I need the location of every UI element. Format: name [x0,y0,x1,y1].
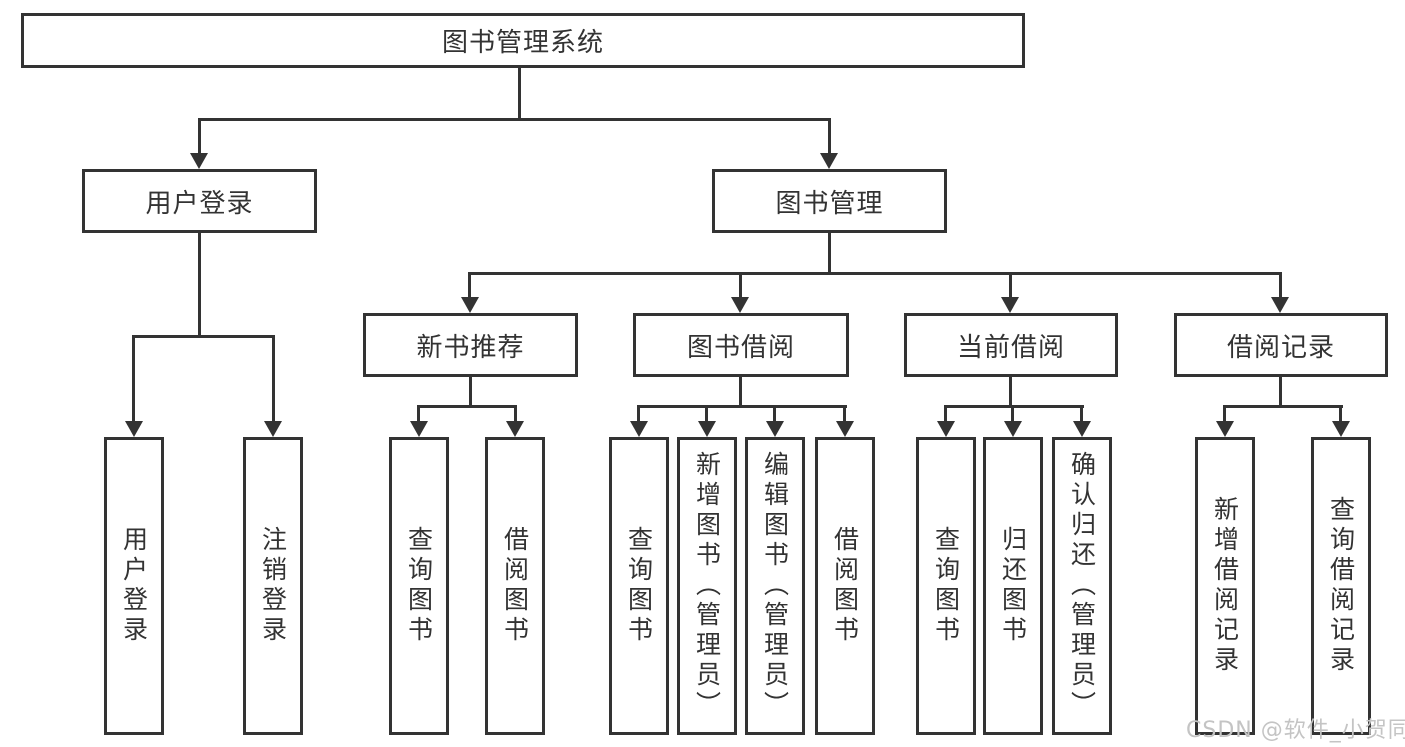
connector-line [1009,275,1012,298]
connector-line [468,275,471,298]
arrow-down-icon [190,153,208,169]
connector-line [518,68,521,121]
arrow-down-icon [410,421,428,437]
connector-line [417,408,420,422]
connector-line [272,338,275,422]
node-root-library-management-system: 图书管理系统 [21,13,1025,68]
arrow-down-icon [766,421,784,437]
connector-line [1279,275,1282,298]
connector-line [132,335,275,338]
connector-line [705,408,708,422]
connector-line [1080,408,1083,422]
leaf-current-confirm-return-admin: 确认归还（管理员） [1052,437,1112,735]
node-borrowing-records: 借阅记录 [1174,313,1388,377]
leaf-borrowing-edit-books-admin: 编辑图书（管理员） [745,437,805,735]
connector-line [469,377,472,408]
connector-line [1279,377,1282,408]
connector-line [468,272,1282,275]
leaf-records-query-borrow-record: 查询借阅记录 [1311,437,1371,735]
connector-line [1223,405,1343,408]
leaf-current-query-books: 查询图书 [916,437,976,735]
arrow-down-icon [731,297,749,313]
connector-line [637,405,847,408]
leaf-borrowing-query-books: 查询图书 [609,437,669,735]
csdn-watermark: CSDN @软件_小贺同学 [1186,718,1405,743]
arrow-down-icon [937,421,955,437]
leaf-user-login: 用户登录 [104,437,164,735]
connector-line [773,408,776,422]
connector-line [739,377,742,408]
connector-line [1339,408,1342,422]
arrow-down-icon [264,421,282,437]
leaf-newrec-borrow-books: 借阅图书 [485,437,545,735]
leaf-records-add-borrow-record: 新增借阅记录 [1195,437,1255,735]
arrow-down-icon [125,421,143,437]
connector-line [637,408,640,422]
leaf-newrec-query-books: 查询图书 [389,437,449,735]
connector-line [417,405,517,408]
connector-line [198,233,201,338]
connector-line [944,408,947,422]
arrow-down-icon [698,421,716,437]
connector-line [1009,377,1012,408]
node-book-management: 图书管理 [712,169,947,233]
connector-line [1011,408,1014,422]
leaf-borrowing-add-books-admin: 新增图书（管理员） [677,437,737,735]
connector-line [132,338,135,422]
connector-line [198,121,201,154]
leaf-logout: 注销登录 [243,437,303,735]
node-book-borrowing: 图书借阅 [633,313,849,377]
arrow-down-icon [1271,297,1289,313]
connector-line [944,405,1084,408]
arrow-down-icon [630,421,648,437]
connector-line [1223,408,1226,422]
arrow-down-icon [1216,421,1234,437]
connector-line [739,275,742,298]
connector-line [198,118,831,121]
node-new-book-recommend: 新书推荐 [363,313,578,377]
node-user-login: 用户登录 [82,169,317,233]
connector-line [828,121,831,154]
arrow-down-icon [1001,297,1019,313]
arrow-down-icon [1332,421,1350,437]
arrow-down-icon [461,297,479,313]
node-current-borrowing: 当前借阅 [904,313,1118,377]
connector-line [843,408,846,422]
connector-line [514,408,517,422]
leaf-current-return-books: 归还图书 [983,437,1043,735]
arrow-down-icon [1073,421,1091,437]
arrow-down-icon [836,421,854,437]
arrow-down-icon [1004,421,1022,437]
arrow-down-icon [506,421,524,437]
arrow-down-icon [820,153,838,169]
connector-line [828,233,831,275]
leaf-borrowing-borrow-books: 借阅图书 [815,437,875,735]
